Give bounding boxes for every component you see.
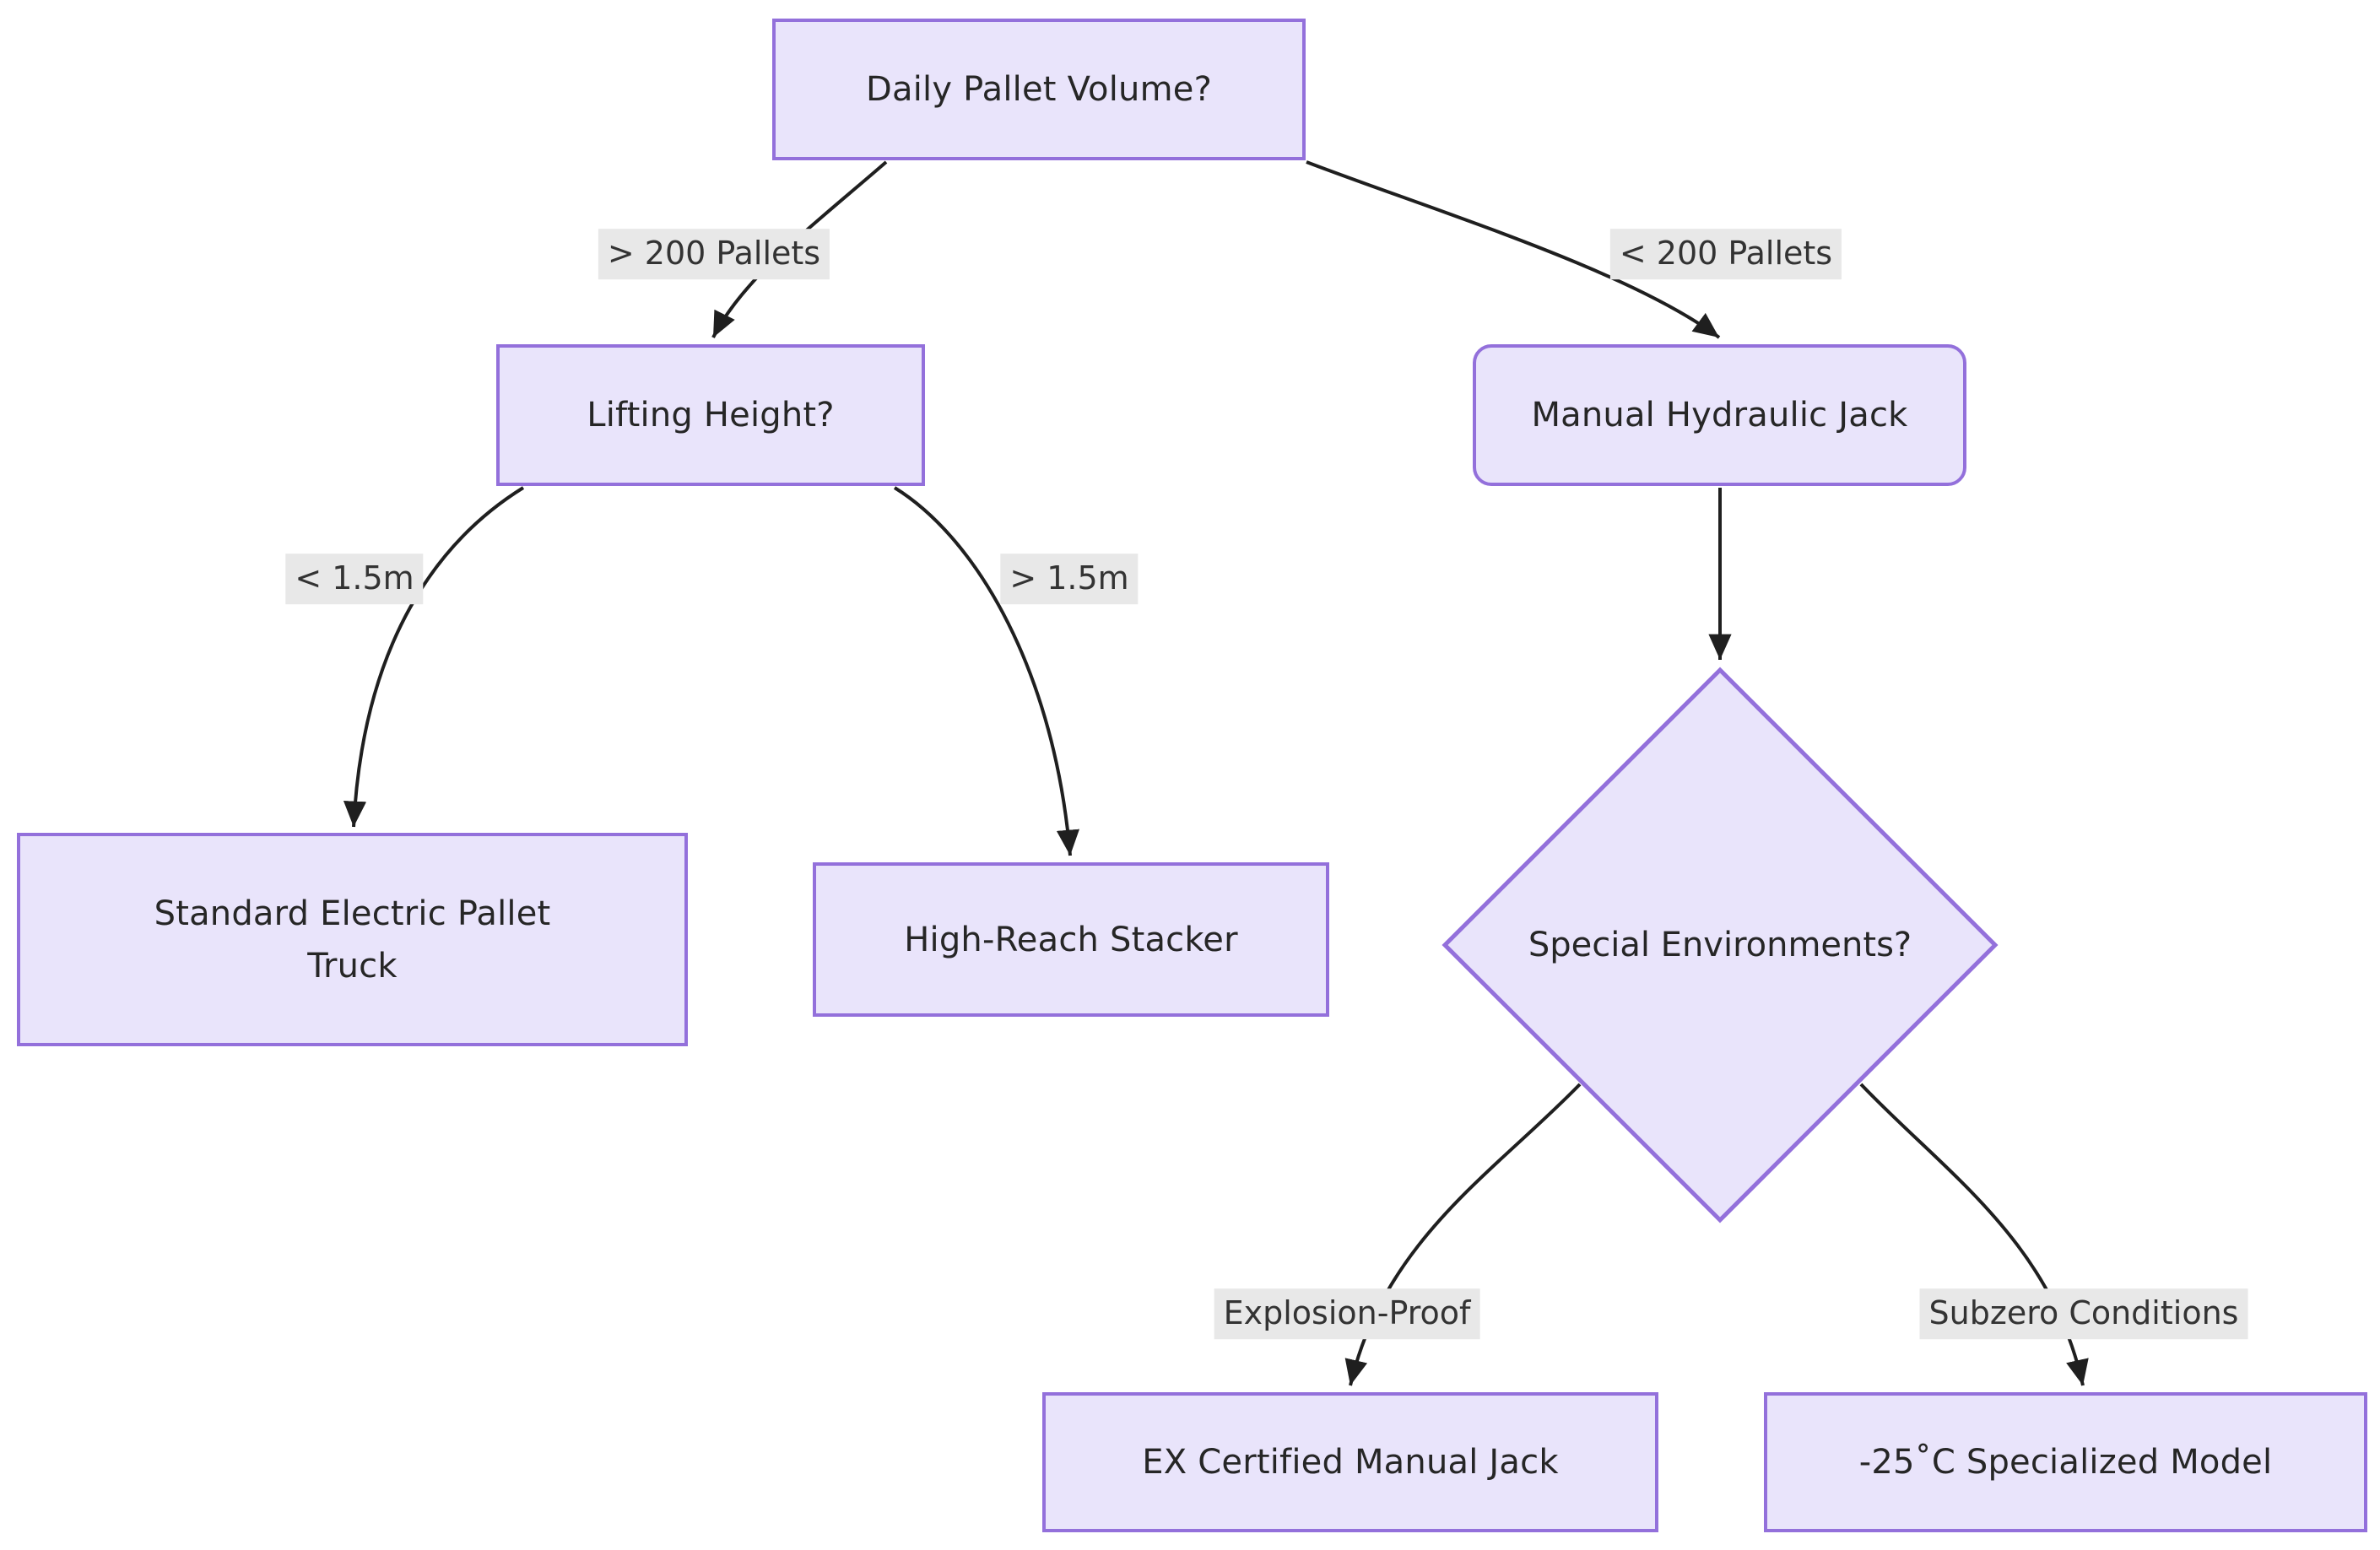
node-label: Lifting Height?: [587, 396, 835, 435]
node-label: High-Reach Stacker: [904, 920, 1238, 959]
node-label: EX Certified Manual Jack: [1142, 1443, 1559, 1482]
node-special-environments[interactable]: Special Environments?: [1442, 667, 1999, 1223]
node-manual-hydraulic-jack[interactable]: Manual Hydraulic Jack: [1473, 344, 1966, 486]
edge-label-special-to-ex: Explosion-Proof: [1214, 1288, 1480, 1339]
edge-label-lifting-to-stacker: > 1.5m: [1000, 554, 1139, 604]
node-ex-certified-manual-jack[interactable]: EX Certified Manual Jack: [1042, 1392, 1658, 1532]
node-label: Standard Electric Pallet Truck: [154, 894, 551, 986]
node-label: Special Environments?: [1528, 926, 1912, 964]
node-subzero-specialized-model[interactable]: -25˚C Specialized Model: [1764, 1392, 2367, 1532]
node-label: -25˚C Specialized Model: [1858, 1443, 2273, 1482]
node-label: Manual Hydraulic Jack: [1531, 396, 1908, 435]
node-daily-pallet-volume[interactable]: Daily Pallet Volume?: [772, 19, 1306, 160]
edge-label-volume-to-manual: < 200 Pallets: [1609, 229, 1842, 279]
edge-label-volume-to-lifting: > 200 Pallets: [598, 229, 830, 279]
edge-label-special-to-subzero: Subzero Conditions: [1919, 1288, 2248, 1339]
node-lifting-height[interactable]: Lifting Height?: [496, 344, 925, 486]
edge-lifting-to-stacker-path: [893, 486, 1079, 856]
edge-label-lifting-to-standard: < 1.5m: [285, 554, 424, 604]
node-standard-electric-pallet-truck[interactable]: Standard Electric Pallet Truck: [17, 833, 688, 1046]
edge-lifting-to-standard-path: [343, 486, 525, 828]
node-high-reach-stacker[interactable]: High-Reach Stacker: [813, 862, 1329, 1017]
diamond-shape: [1442, 667, 1999, 1223]
node-label: Daily Pallet Volume?: [866, 70, 1212, 109]
